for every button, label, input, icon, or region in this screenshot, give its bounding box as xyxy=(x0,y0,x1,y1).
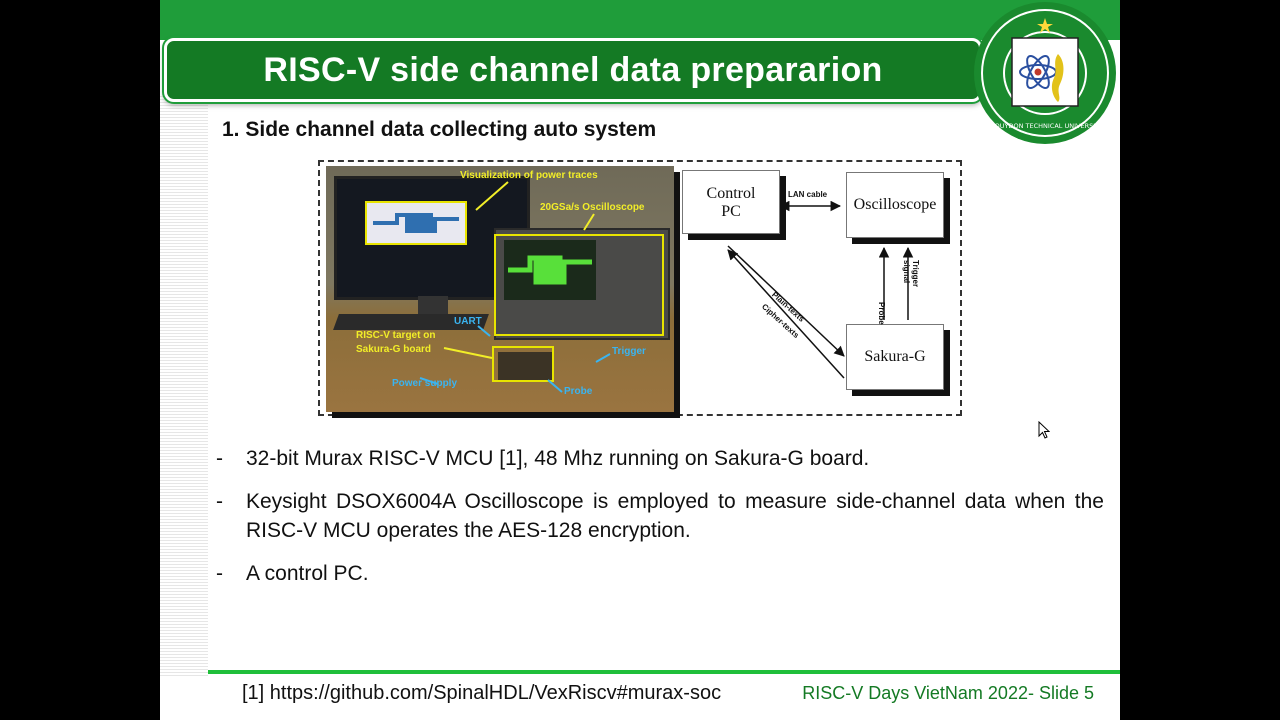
oscilloscope-box: Oscilloscope xyxy=(846,172,944,238)
svg-text:LEQUYDON TECHNICAL UNIVERSITY: LEQUYDON TECHNICAL UNIVERSITY xyxy=(987,122,1103,130)
bullet-dash: - xyxy=(216,490,223,513)
ann-target-line1: RISC-V target on xyxy=(356,330,436,341)
control-pc-line1: Control xyxy=(706,185,756,202)
oscilloscope-device xyxy=(494,228,670,340)
annotation-arrows xyxy=(419,181,611,393)
university-logo: LEQUYDON TECHNICAL UNIVERSITY xyxy=(974,2,1116,144)
ann-visualization: Visualization of power traces xyxy=(460,170,598,181)
trace-icon xyxy=(508,255,592,285)
bullet-dash: - xyxy=(216,447,223,470)
section-heading: 1. Side channel data collecting auto sys… xyxy=(222,118,657,141)
monitor-stand xyxy=(418,296,448,314)
top-bar xyxy=(160,0,1120,40)
slide: RISC-V side channel data prepararion LEQ… xyxy=(160,0,1120,720)
bullet-text: Keysight DSOX6004A Oscilloscope is emplo… xyxy=(246,490,1104,542)
control-pc-line2: PC xyxy=(721,203,741,220)
ann-uart: UART xyxy=(454,316,482,327)
bullet-dash: - xyxy=(216,562,223,585)
target-highlight xyxy=(492,346,554,382)
ann-power-supply: Power supply xyxy=(392,378,458,389)
sakura-box: Sakura-G xyxy=(846,324,944,390)
probe-label: Probe xyxy=(877,302,886,325)
ann-target-line2: Sakura-G board xyxy=(356,344,432,355)
footer-event-slide: RISC-V Days VietNam 2022- Slide 5 xyxy=(802,683,1094,703)
left-stripe-decoration xyxy=(160,96,208,676)
diagram-connections xyxy=(727,200,914,379)
power-trace-highlight xyxy=(365,201,467,245)
footer-reference[interactable]: [1] https://github.com/SpinalHDL/VexRisc… xyxy=(242,682,722,704)
title-banner: RISC-V side channel data prepararion xyxy=(164,38,982,102)
bullet-item: - 32-bit Murax RISC-V MCU [1], 48 Mhz ru… xyxy=(216,444,1104,473)
bullet-list: - 32-bit Murax RISC-V MCU [1], 48 Mhz ru… xyxy=(216,444,1104,602)
sakura-board xyxy=(498,352,554,382)
footer-divider xyxy=(208,670,1120,674)
bullet-item: - Keysight DSOX6004A Oscilloscope is emp… xyxy=(216,487,1104,545)
mouse-cursor-icon xyxy=(1038,421,1050,439)
lab-setup-photo: Visualization of power traces 20GSa/s Os… xyxy=(326,166,674,412)
bullet-text: A control PC. xyxy=(246,562,369,585)
system-figure: Visualization of power traces 20GSa/s Os… xyxy=(318,160,962,416)
trigger-signal-label: Trigger signal xyxy=(902,260,920,288)
lan-cable-label: LAN cable xyxy=(788,190,828,199)
bullet-text: 32-bit Murax RISC-V MCU [1], 48 Mhz runn… xyxy=(246,447,870,470)
ann-trigger: Trigger xyxy=(612,346,646,357)
ann-probe: Probe xyxy=(564,386,593,397)
bullet-item: - A control PC. xyxy=(216,559,1104,588)
control-pc-box: Control PC xyxy=(682,170,780,234)
oscilloscope-highlight xyxy=(494,234,664,336)
ann-oscilloscope: 20GSa/s Oscilloscope xyxy=(540,202,645,213)
power-trace-icon xyxy=(373,213,459,233)
block-diagram: Control PC Oscilloscope Sakura-G LAN cab… xyxy=(676,162,962,414)
oscilloscope-screen xyxy=(504,240,596,300)
slide-title: RISC-V side channel data prepararion xyxy=(263,51,883,89)
